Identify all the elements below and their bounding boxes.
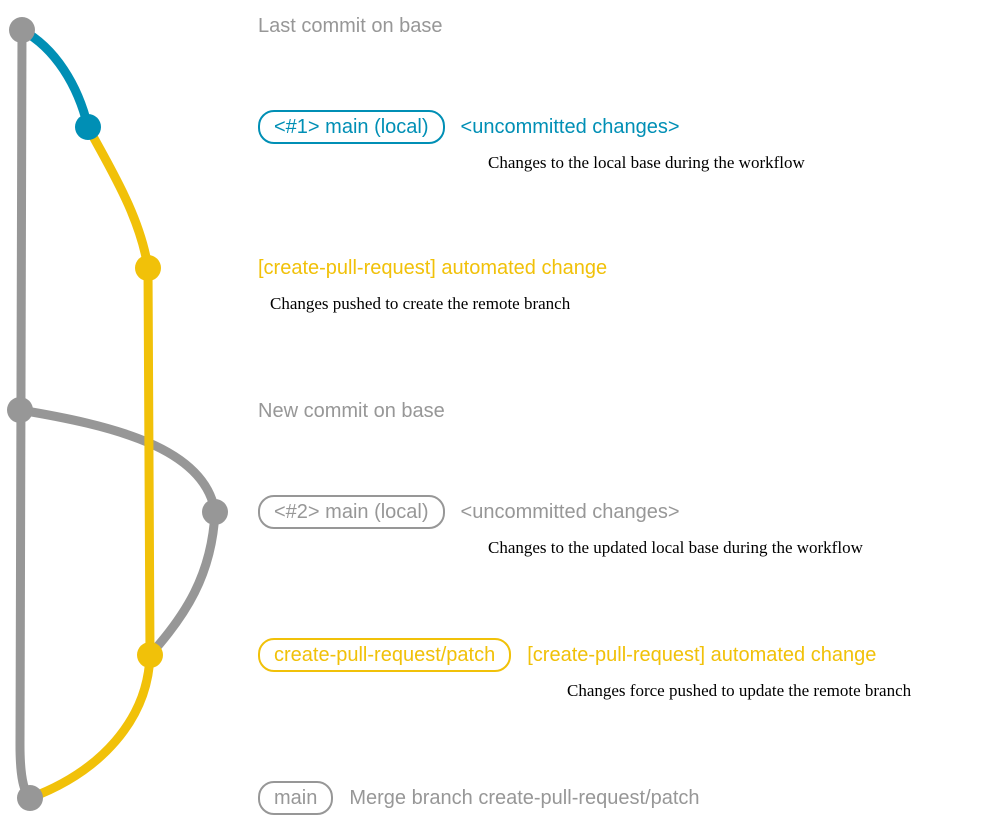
row-main-local-2: <#2> main (local) <uncommitted changes> …	[258, 493, 863, 558]
row-patch-branch: create-pull-request/patch [create-pull-r…	[258, 636, 911, 701]
commit-dot-merge	[17, 785, 43, 811]
commit-dot-new-base	[7, 397, 33, 423]
patch-branch-line	[25, 122, 155, 803]
commit-dot-automated-change-2	[137, 642, 163, 668]
row-new-commit: New commit on base	[258, 392, 445, 430]
automated-change-1-note: Changes pushed to create the remote bran…	[270, 294, 571, 313]
patch-branch-badge: create-pull-request/patch	[258, 638, 512, 672]
patch-branch-label: [create-pull-request] automated change	[527, 643, 877, 666]
main-local-2-badge: <#2> main (local)	[258, 495, 445, 529]
base-merge-into-patch-line	[15, 405, 220, 660]
commit-dot-last-base	[9, 17, 35, 43]
merge-commit-badge: main	[258, 781, 334, 815]
main-local-1-note: Changes to the local base during the wor…	[488, 153, 805, 172]
automated-change-1-label: [create-pull-request] automated change	[258, 256, 608, 279]
git-graph	[7, 17, 228, 811]
main-local-2-status: <uncommitted changes>	[460, 500, 680, 523]
commit-dot-local-main-1	[75, 114, 101, 140]
merge-commit-label: Merge branch create-pull-request/patch	[349, 786, 700, 809]
row-automated-change-1: [create-pull-request] automated change C…	[258, 249, 607, 314]
commit-dot-automated-change-1	[135, 255, 161, 281]
main-local-1-status: <uncommitted changes>	[460, 115, 680, 138]
main-local-2-note: Changes to the updated local base during…	[488, 538, 863, 557]
main-local-1-badge: <#1> main (local)	[258, 110, 445, 144]
patch-branch-note: Changes force pushed to update the remot…	[567, 681, 912, 700]
last-commit-label: Last commit on base	[258, 14, 443, 37]
row-merge-commit: main Merge branch create-pull-request/pa…	[258, 779, 700, 817]
row-last-commit: Last commit on base	[258, 7, 443, 45]
new-commit-label: New commit on base	[258, 399, 445, 422]
local-main-branch-line	[17, 25, 93, 132]
commit-dot-local-main-2	[202, 499, 228, 525]
row-main-local-1: <#1> main (local) <uncommitted changes> …	[258, 108, 805, 173]
